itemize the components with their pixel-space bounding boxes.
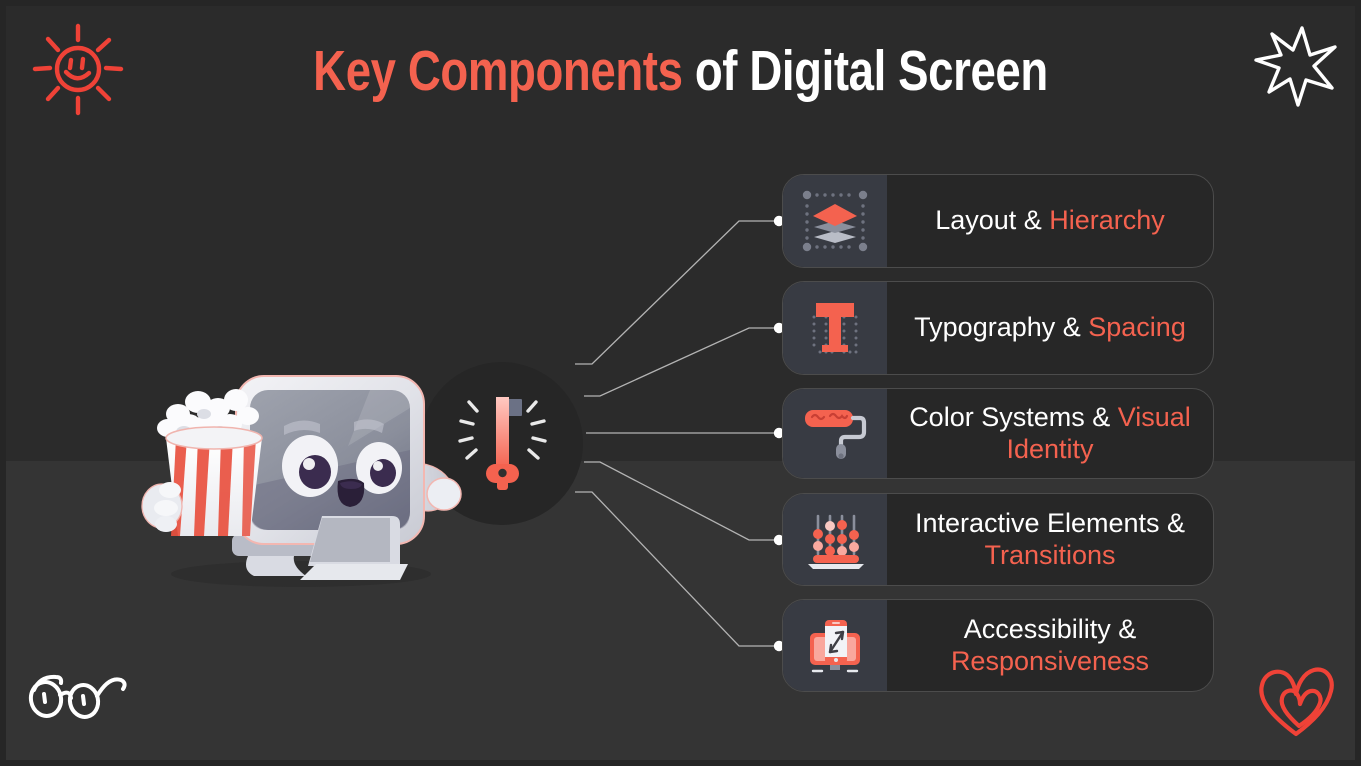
star-doodle bbox=[1254, 26, 1337, 107]
card-text-panel: Typography & Spacing bbox=[887, 282, 1213, 374]
card-label: Interactive Elements & Transitions bbox=[901, 508, 1199, 572]
card-text-panel: Interactive Elements & Transitions bbox=[887, 494, 1213, 585]
abacus-slider-icon bbox=[808, 514, 864, 569]
card-label-accent: Transitions bbox=[984, 539, 1116, 570]
layers-icon bbox=[802, 190, 868, 252]
typography-t-icon bbox=[812, 303, 858, 354]
monitor-character-with-popcorn bbox=[141, 375, 462, 587]
card-label-accent: Visual Identity bbox=[1006, 401, 1191, 464]
hearts-doodle bbox=[1259, 667, 1334, 737]
card-label-accent: Responsiveness bbox=[950, 645, 1150, 676]
card-label-accent: Spacing bbox=[1088, 312, 1186, 343]
card-icon-panel bbox=[783, 282, 887, 374]
card-label: Layout & Hierarchy bbox=[935, 205, 1165, 237]
card-icon-panel bbox=[783, 600, 887, 691]
page-title-accent: Key Components bbox=[313, 39, 683, 103]
card-typography-spacing[interactable]: Typography & Spacing bbox=[782, 281, 1214, 375]
card-color-systems-visual-identity[interactable]: Color Systems & Visual Identity bbox=[782, 388, 1214, 479]
card-label-plain: Accessibility & bbox=[963, 613, 1137, 644]
sun-doodle bbox=[32, 23, 124, 116]
card-label: Color Systems & Visual Identity bbox=[901, 402, 1199, 466]
card-text-panel: Accessibility & Responsiveness bbox=[887, 600, 1213, 691]
page-title-plain: of Digital Screen bbox=[682, 39, 1048, 103]
card-icon-panel bbox=[783, 175, 887, 267]
card-label-plain: Typography & bbox=[914, 312, 1089, 343]
card-label-plain: Color Systems & bbox=[909, 401, 1118, 432]
glasses-doodle bbox=[28, 674, 127, 719]
responsive-devices-icon bbox=[810, 619, 860, 672]
card-label: Typography & Spacing bbox=[914, 312, 1186, 344]
key-highlight-icon bbox=[458, 397, 547, 490]
card-text-panel: Layout & Hierarchy bbox=[887, 175, 1213, 267]
paint-roller-icon bbox=[805, 409, 867, 459]
card-label: Accessibility & Responsiveness bbox=[901, 614, 1199, 678]
page-title: Key Components of Digital Screen bbox=[136, 39, 1225, 103]
card-label-plain: Interactive Elements & bbox=[914, 507, 1186, 538]
card-interactive-elements-transitions[interactable]: Interactive Elements & Transitions bbox=[782, 493, 1214, 586]
card-label-plain: Layout & bbox=[935, 205, 1050, 236]
card-text-panel: Color Systems & Visual Identity bbox=[887, 389, 1213, 478]
card-icon-panel bbox=[783, 494, 887, 585]
card-accessibility-responsiveness[interactable]: Accessibility & Responsiveness bbox=[782, 599, 1214, 692]
card-icon-panel bbox=[783, 389, 887, 478]
card-layout-hierarchy[interactable]: Layout & Hierarchy bbox=[782, 174, 1214, 268]
card-label-accent: Hierarchy bbox=[1049, 205, 1165, 236]
